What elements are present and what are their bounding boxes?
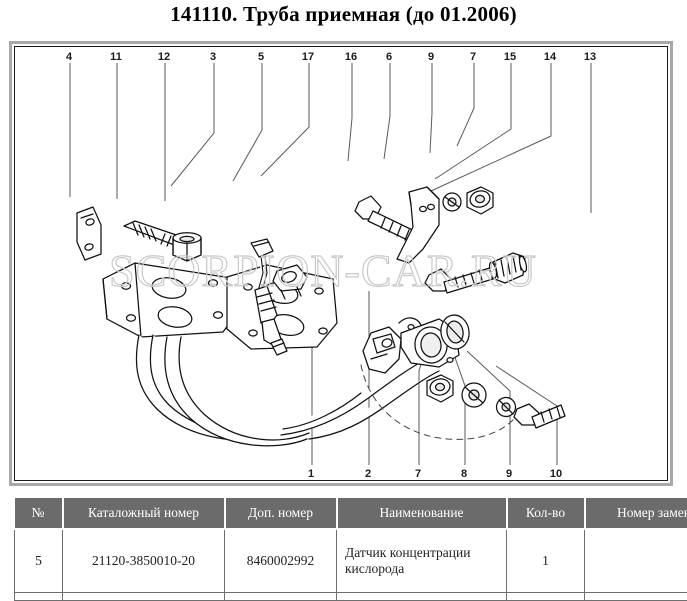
header-replacement-number: Номер замены [585,498,687,529]
callout-bottom-7: 7 [415,468,421,480]
callout-top-11: 11 [110,51,122,63]
callout-top-15: 15 [504,51,516,63]
callout-bottom-9: 9 [506,468,512,480]
callout-top-12: 12 [158,51,170,63]
callout-bottom-10: 10 [550,468,562,480]
callout-bottom-8: 8 [461,468,467,480]
cell-partial [63,593,225,601]
callout-top-4: 4 [66,51,72,63]
diagram-frame-inner: SCORPION-CAR.RU [14,46,668,481]
cell-number: 5 [15,529,63,593]
cell-partial [337,593,507,601]
header-number: № [15,498,63,529]
cell-quantity: 1 [507,529,585,593]
callout-top-9: 9 [428,51,434,63]
callout-top-3: 3 [210,51,216,63]
cell-catalog-number: 21120-3850010-20 [63,529,225,593]
callout-top-17: 17 [302,51,314,63]
callout-top-7: 7 [470,51,476,63]
cell-partial [507,593,585,601]
page-title: 141110. Труба приемная (до 01.2006) [0,2,687,27]
header-quantity: Кол-во [507,498,585,529]
cell-partial [585,593,687,601]
callout-top-5: 5 [258,51,264,63]
part-bracket-4 [77,207,101,260]
callout-top-14: 14 [544,51,556,63]
part-washer-9-top [443,193,461,211]
cell-name: Датчик концентрации кислорода [337,529,507,593]
header-name: Наименование [337,498,507,529]
part-nut-7-top [467,187,493,214]
cell-partial [225,593,337,601]
exploded-parts-diagram [15,47,668,481]
header-additional-number: Доп. номер [225,498,337,529]
cell-partial [15,593,63,601]
part-washer-9-bottom [497,398,516,417]
part-flange-left [103,263,237,337]
callout-bottom-1: 1 [308,468,314,480]
callout-bottom-2: 2 [365,468,371,480]
part-nut-7-bottom [427,375,453,402]
part-spring-15 [488,253,528,283]
part-bolt-14 [425,267,496,293]
parts-table: № Каталожный номер Доп. номер Наименован… [14,498,687,601]
table-header-row: № Каталожный номер Доп. номер Наименован… [15,498,687,529]
callout-top-16: 16 [345,51,357,63]
cell-replacement-number [585,529,687,593]
header-catalog-number: Каталожный номер [63,498,225,529]
callout-top-6: 6 [386,51,392,63]
table-row-partial [15,593,687,601]
part-washer-8-bottom [462,383,486,407]
part-nut-12 [173,233,201,261]
cell-additional-number: 8460002992 [225,529,337,593]
callout-top-13: 13 [584,51,596,63]
